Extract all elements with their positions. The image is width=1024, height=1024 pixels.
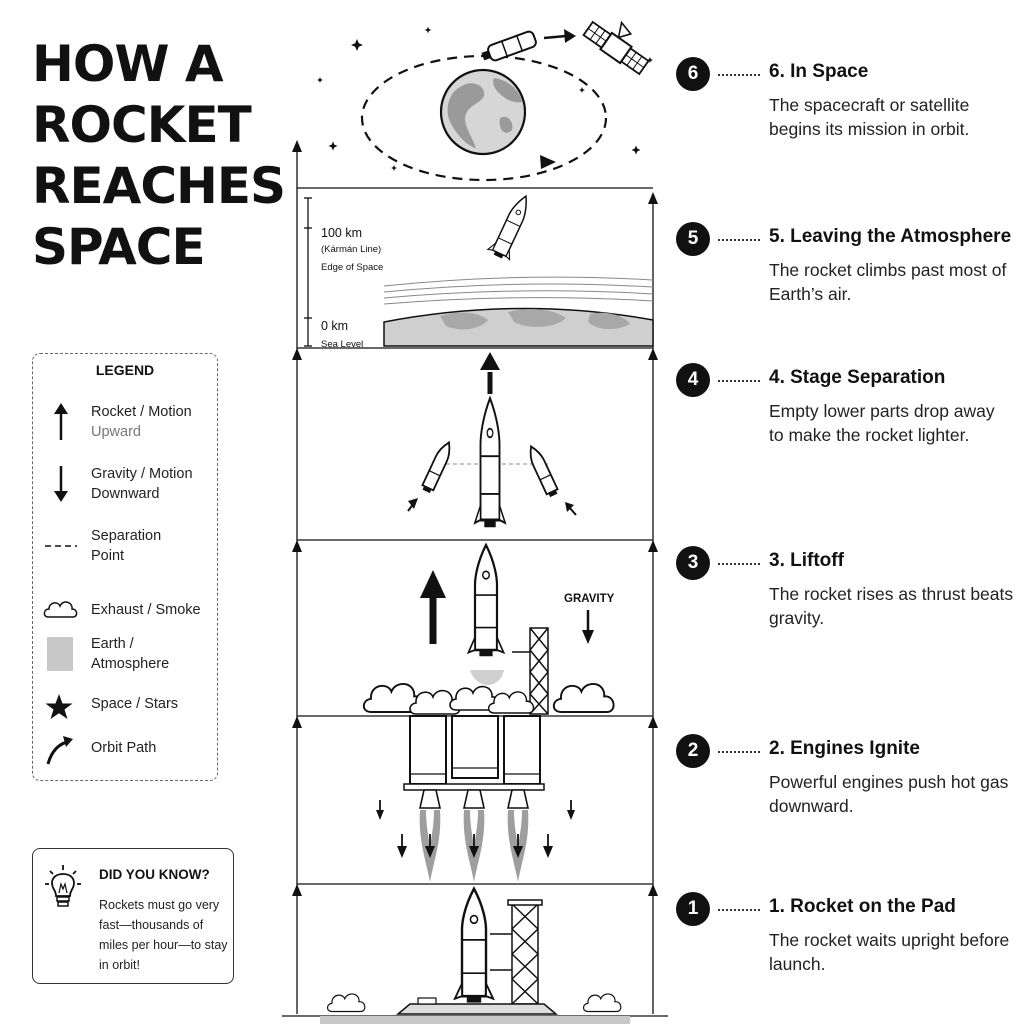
step-2: 2 2. Engines Ignite Powerful engines pus… [676, 734, 1016, 834]
legend-label-downward-2: Downward [91, 486, 160, 502]
step-number-badge: 3 [676, 546, 710, 580]
step-6: 6 6. In Space The spacecraft or satellit… [676, 57, 1016, 157]
step-description: The spacecraft or satellite begins its m… [769, 95, 970, 139]
legend-label-orbit: Orbit Path [91, 740, 157, 756]
altitude-top-label: 100 km [321, 226, 362, 240]
step-title: 6. In Space [769, 61, 869, 82]
step-title: 3. Liftoff [769, 550, 844, 571]
step-number-badge: 5 [676, 222, 710, 256]
step-connector [718, 751, 760, 753]
step-4: 4 4. Stage Separation Empty lower parts … [676, 363, 1016, 463]
step-description: The rocket rises as thrust beats gravity… [769, 584, 1014, 628]
title-line-2: ROCKET [32, 96, 252, 154]
arrow-up-icon [43, 402, 79, 442]
step-connector [718, 380, 760, 382]
legend-item-stars: Space / Stars [43, 688, 213, 732]
lightbulb-icon [43, 863, 83, 911]
did-you-know-box: DID YOU KNOW? Rockets must go very fast—… [32, 848, 234, 984]
step-number-badge: 4 [676, 363, 710, 397]
legend-label-earth-2: Atmosphere [91, 656, 170, 672]
dashed-line-icon [43, 526, 79, 566]
edge-of-space-label: Edge of Space [321, 262, 383, 273]
legend-label-separation-2: Point [91, 548, 125, 564]
legend-label-upward-1: Rocket / Motion [91, 404, 192, 420]
legend-item-orbit: Orbit Path [43, 730, 213, 774]
legend-label-earth-1: Earth / [91, 636, 134, 652]
step-description: The rocket waits upright before launch. [769, 930, 1010, 974]
legend-label-downward-1: Gravity / Motion [91, 466, 193, 482]
curved-arrow-icon [43, 730, 79, 770]
legend-item-exhaust: Exhaust / Smoke [43, 590, 213, 634]
star-icon [43, 688, 79, 728]
gray-swatch-icon [43, 634, 79, 674]
step-title: 4. Stage Separation [769, 367, 946, 388]
legend-label-separation-1: Separation [91, 528, 162, 544]
step-connector [718, 74, 760, 76]
legend-label-exhaust: Exhaust / Smoke [91, 602, 201, 618]
step-number-badge: 6 [676, 57, 710, 91]
step-connector [718, 239, 760, 241]
step-title: 1. Rocket on the Pad [769, 896, 956, 917]
step-description: Empty lower parts drop away to make the … [769, 401, 995, 445]
page-title: HOW A ROCKET REACHES SPACE [32, 34, 286, 278]
step-1: 1 1. Rocket on the Pad The rocket waits … [676, 892, 1016, 992]
step-number-badge: 2 [676, 734, 710, 768]
step-connector [718, 909, 760, 911]
legend-item-earth: Earth / Atmosphere [43, 634, 213, 678]
step-3: 3 3. Liftoff The rocket rises as thrust … [676, 546, 1016, 646]
step-title: 2. Engines Ignite [769, 738, 920, 759]
exhaust-clouds [362, 682, 615, 715]
step-description: The rocket climbs past most of Earth’s a… [769, 260, 1007, 304]
cloud-icon [43, 590, 79, 630]
did-you-know-title: DID YOU KNOW? [99, 867, 210, 882]
step-number-badge: 1 [676, 892, 710, 926]
did-you-know-text: Rockets must go very fast—thousands of m… [99, 898, 228, 972]
title-line-1: HOW A [32, 35, 224, 93]
sea-level-label: Sea Level [321, 339, 363, 350]
step-title: 5. Leaving the Atmosphere [769, 226, 1012, 247]
arrow-down-icon [43, 464, 79, 504]
step-5: 5 5. Leaving the Atmosphere The rocket c… [676, 222, 1016, 322]
step-connector [718, 563, 760, 565]
gravity-label: GRAVITY [564, 593, 615, 605]
altitude-bottom-label: 0 km [321, 319, 348, 333]
karman-line-label: (Kármán Line) [321, 244, 381, 255]
legend-label-stars: Space / Stars [91, 696, 179, 712]
legend-label-upward-2: Upward [91, 424, 141, 440]
step-description: Powerful engines push hot gas downward. [769, 772, 1009, 816]
title-line-3: REACHES [32, 157, 286, 215]
legend-title: LEGEND [95, 362, 155, 378]
title-line-4: SPACE [32, 218, 206, 276]
